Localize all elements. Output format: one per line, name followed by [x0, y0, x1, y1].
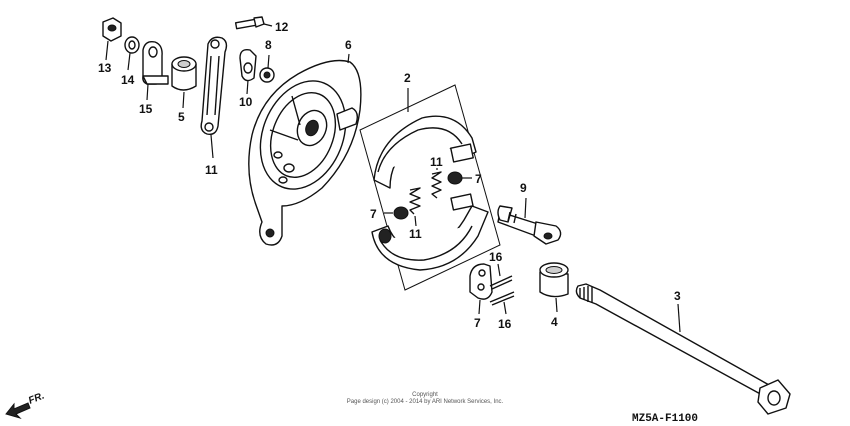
callout-13: 12 [275, 20, 289, 34]
diagram-code: MZ5A-F1100 [632, 413, 698, 425]
copyright-line-1: Copyright [412, 392, 438, 398]
callout-16: 15 [139, 102, 153, 116]
part-15-washer[interactable] [124, 36, 140, 71]
part-1-brake-shoe-lower[interactable] [371, 193, 489, 271]
part-17-pin-upper[interactable] [489, 263, 513, 290]
callout-1: 2 [404, 71, 411, 85]
callout-3: 4 [551, 315, 558, 329]
callout-6: 7 [474, 316, 481, 330]
front-direction-label: FR. [27, 391, 46, 407]
callout-17b: 16 [498, 317, 512, 331]
part-14-nut[interactable] [102, 17, 122, 61]
part-6-plate[interactable] [469, 263, 493, 315]
callout-9: 9 [520, 181, 527, 195]
callout-14: 13 [98, 61, 112, 75]
callout-10: 10 [239, 95, 253, 109]
callout-7b: 7 [370, 207, 377, 221]
part-3-collar[interactable] [539, 262, 569, 313]
part-1-brake-shoe-upper[interactable] [373, 88, 477, 189]
callout-17a: 16 [489, 250, 503, 264]
part-4-collar[interactable] [171, 56, 197, 109]
part-5-brake-panel[interactable] [245, 53, 362, 246]
part-12-torque-link[interactable] [200, 36, 228, 159]
part-7-cap-upper[interactable] [447, 171, 472, 185]
part-10-clip[interactable] [239, 48, 257, 95]
part-17-pin-lower[interactable] [489, 291, 515, 315]
callout-11b: 11 [409, 227, 422, 241]
part-2-axle[interactable] [575, 283, 791, 415]
part-8-washer[interactable] [259, 54, 275, 83]
callout-8: 8 [265, 38, 272, 52]
callout-2: 3 [674, 289, 681, 303]
callout-11a: 11 [430, 155, 443, 169]
callout-7a: 7 [475, 172, 482, 186]
part-16-bracket[interactable] [142, 40, 169, 101]
part-13-bolt[interactable] [234, 16, 273, 30]
part-11-spring-upper[interactable] [431, 168, 442, 199]
callout-4: 5 [178, 110, 185, 124]
part-9-brake-cam[interactable] [497, 197, 562, 245]
front-direction-arrow-icon [5, 402, 31, 420]
part-11-spring-lower[interactable] [409, 187, 421, 227]
copyright-line-2: Page design (c) 2004 - 2014 by ARI Netwo… [347, 399, 504, 405]
callout-12: 11 [205, 163, 218, 177]
part-7-cap-lower[interactable] [384, 206, 409, 220]
callout-15: 14 [121, 73, 135, 87]
callout-5: 6 [345, 38, 352, 52]
